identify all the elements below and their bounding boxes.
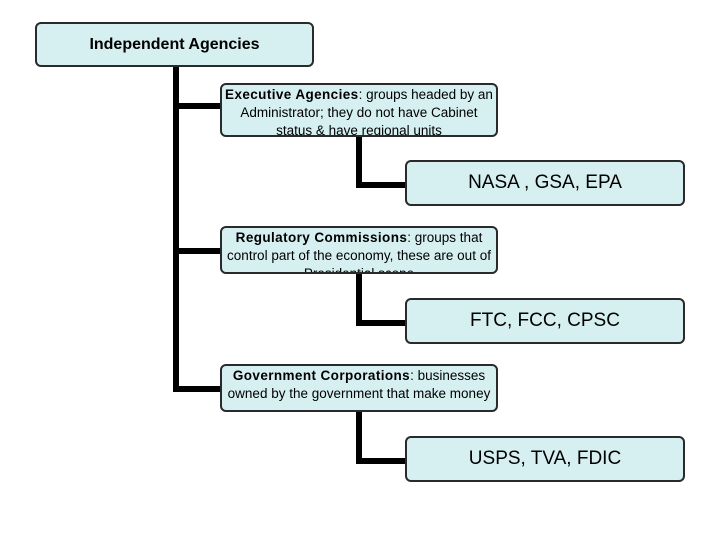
government-corporations-examples: USPS, TVA, FDIC xyxy=(468,448,622,469)
sub-connector-executive-vertical xyxy=(356,136,362,188)
connector-executive xyxy=(173,103,221,109)
government-corporations-title: Government Corporations xyxy=(232,368,411,383)
root-node-label: Independent Agencies xyxy=(89,35,260,53)
regulatory-commissions-description: groups that control part of the economy,… xyxy=(227,230,491,274)
regulatory-commissions-examples: FTC, FCC, CPSC xyxy=(470,310,620,331)
sub-connector-regulatory-horizontal xyxy=(356,320,406,326)
executive-agencies-title: Executive Agencies xyxy=(225,87,359,102)
government-corporations-examples-node: USPS, TVA, FDIC xyxy=(405,436,685,482)
sub-connector-corporations-horizontal xyxy=(356,458,406,464)
executive-agencies-description: groups headed by an Administrator; they … xyxy=(240,87,493,137)
sub-connector-regulatory-vertical xyxy=(356,274,362,326)
regulatory-commissions-examples-node: FTC, FCC, CPSC xyxy=(405,298,685,344)
connector-regulatory xyxy=(173,248,221,254)
main-trunk-line xyxy=(173,66,179,392)
executive-agencies-examples-node: NASA , GSA, EPA xyxy=(405,160,685,206)
executive-agencies-node: Executive Agencies: groups headed by an … xyxy=(220,83,498,137)
root-node-independent-agencies: Independent Agencies xyxy=(35,22,314,67)
regulatory-commissions-title: Regulatory Commissions xyxy=(235,230,408,245)
regulatory-commissions-node: Regulatory Commissions: groups that cont… xyxy=(220,226,498,274)
executive-agencies-colon: : xyxy=(358,87,363,102)
regulatory-commissions-colon: : xyxy=(407,230,412,245)
government-corporations-colon: : xyxy=(410,368,414,383)
sub-connector-corporations-vertical xyxy=(356,412,362,464)
executive-agencies-examples: NASA , GSA, EPA xyxy=(468,172,622,193)
connector-corporations xyxy=(173,386,221,392)
government-corporations-description: businesses owned by the government that … xyxy=(227,368,491,401)
sub-connector-executive-horizontal xyxy=(356,182,406,188)
government-corporations-node: Government Corporations: businesses owne… xyxy=(220,364,498,412)
